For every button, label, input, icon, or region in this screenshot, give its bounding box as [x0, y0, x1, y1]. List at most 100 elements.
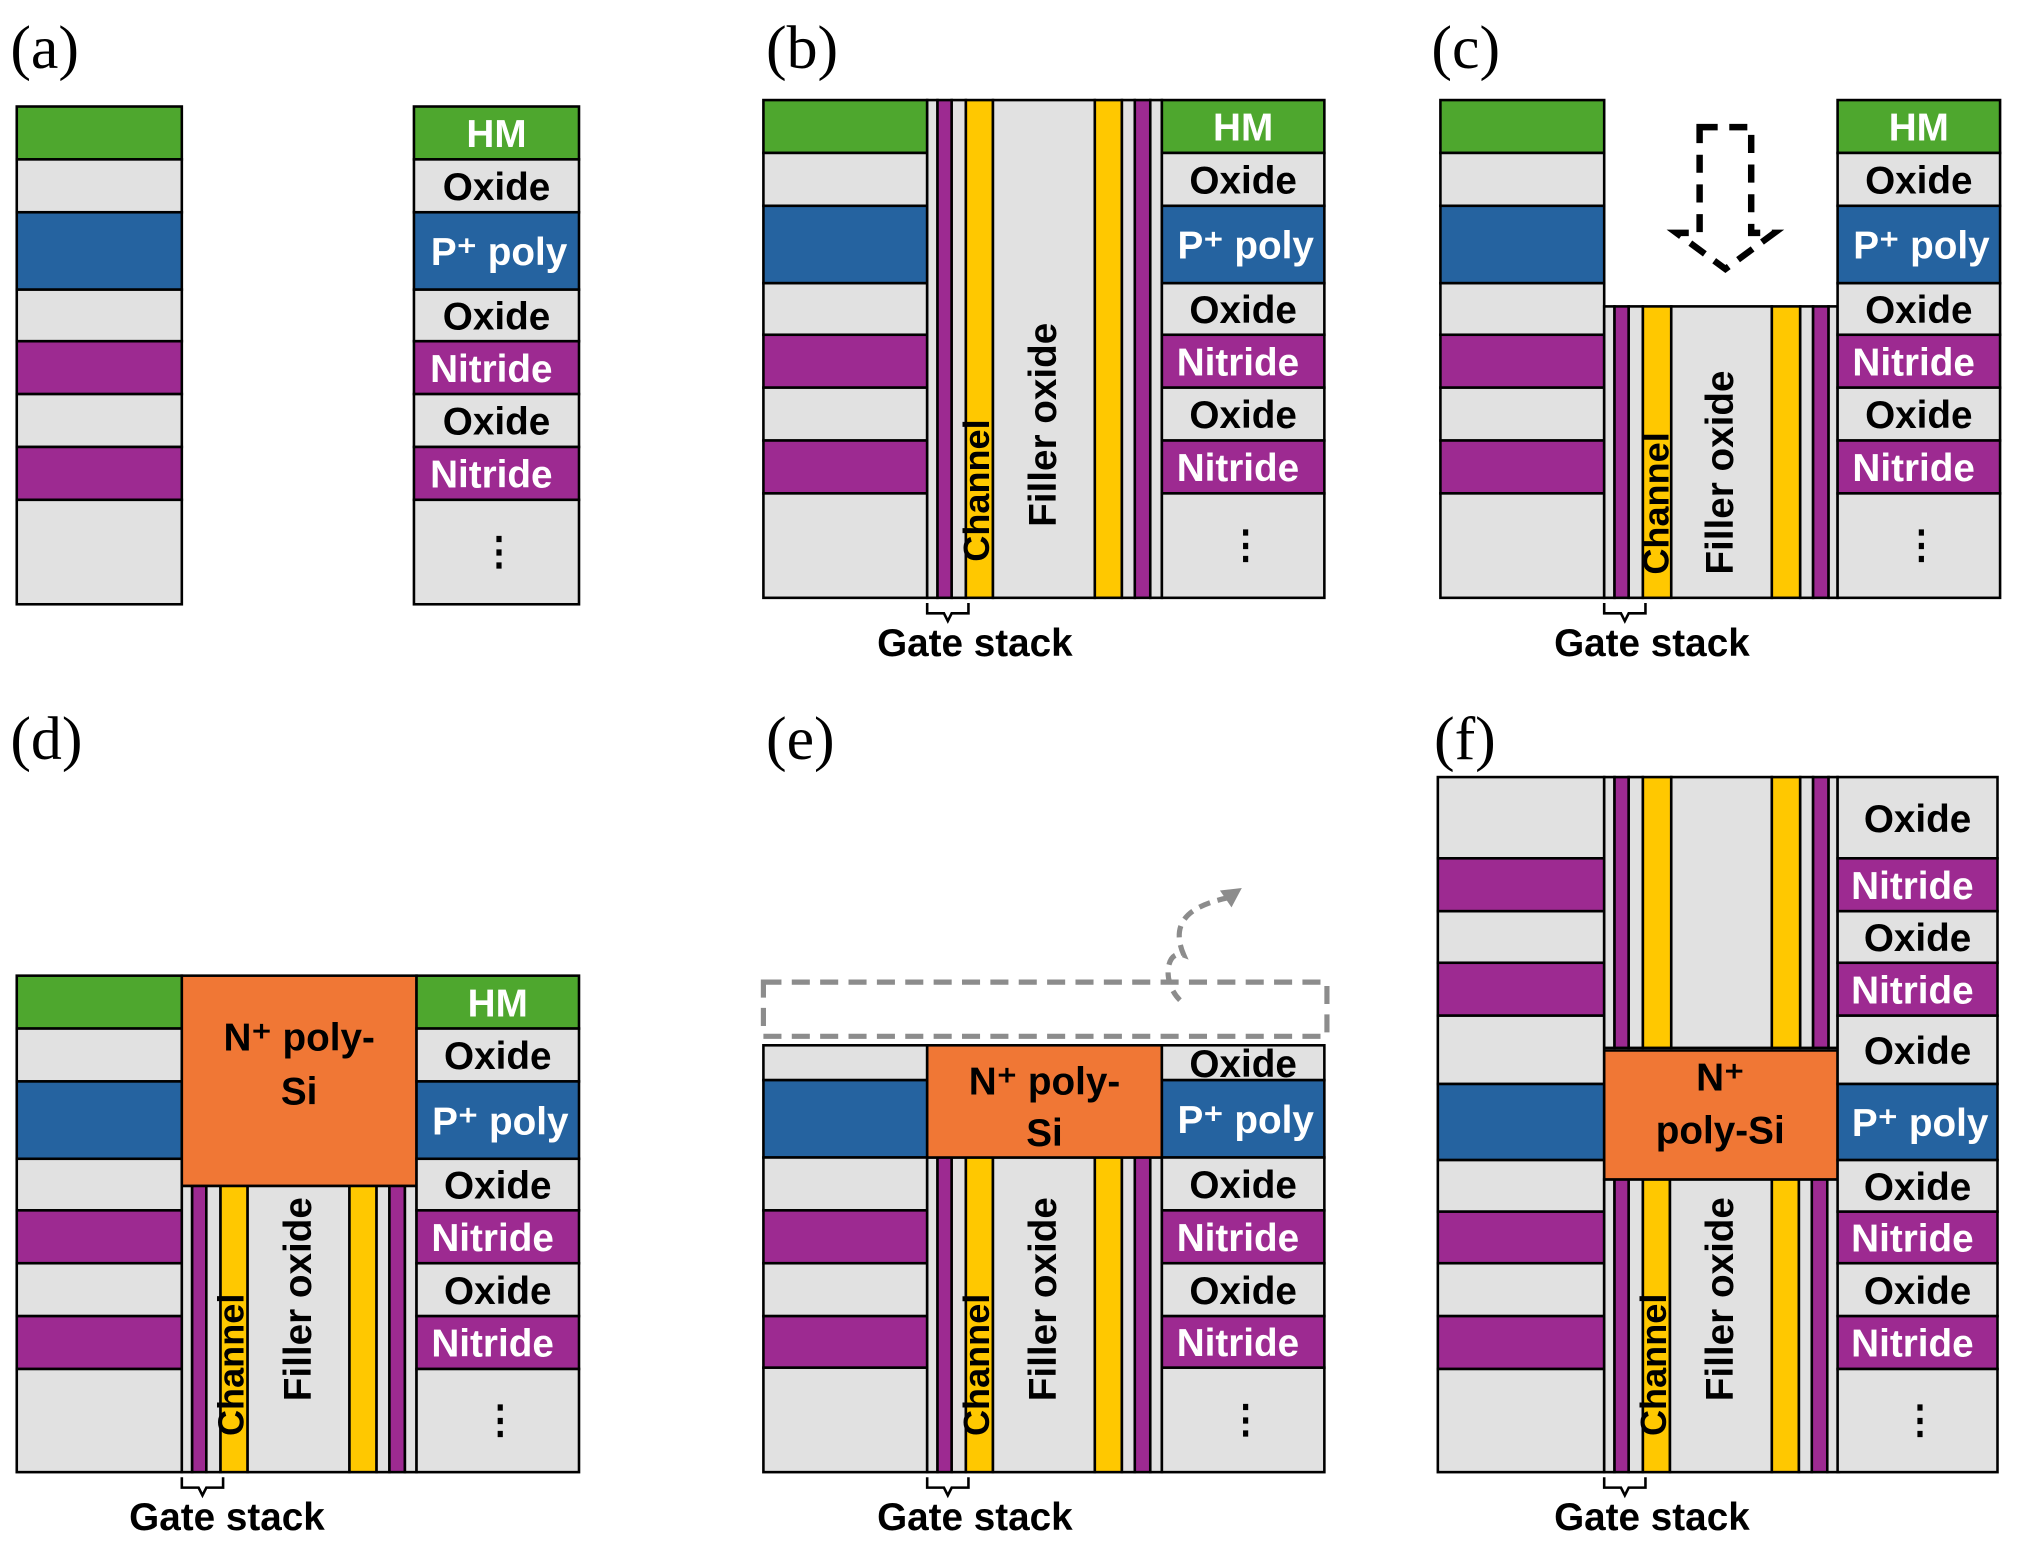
channel-label: Channel [1636, 432, 1677, 574]
oxide-layer [15, 1261, 184, 1318]
gate-stack-oxide [925, 1156, 939, 1474]
channel-label: Channel [956, 1294, 997, 1436]
oxide-layer [15, 392, 184, 449]
bottom-oxide-layer [1836, 1367, 1999, 1474]
nitride-layer [762, 439, 929, 495]
bottom-oxide-layer [1439, 492, 1606, 600]
nitride-layer [1836, 1314, 1999, 1371]
oxide-label: Oxide [1189, 1164, 1296, 1207]
p-poly-layer [415, 1080, 581, 1161]
oxide-label: Oxide [1865, 289, 1972, 332]
bottom-oxide-layer [1160, 1366, 1326, 1474]
upper-column-layer [1770, 775, 1802, 1050]
nitride-layer [1160, 1314, 1326, 1369]
p-poly-layer [15, 1080, 184, 1161]
gate-stack-oxide [925, 98, 939, 600]
hard-mask-layer [1160, 98, 1326, 155]
channel-layer [964, 98, 995, 600]
nitride-layer [15, 1209, 184, 1265]
gate-stack-brace-icon [925, 1477, 970, 1499]
upper-column-layer [1641, 775, 1673, 1050]
oxide-label: Oxide [1864, 1166, 1971, 1209]
gate-stack-oxide [180, 1184, 194, 1474]
channel-layer [1093, 1156, 1124, 1474]
oxide-label: Oxide [1189, 160, 1296, 203]
bottom-oxide-layer [762, 1366, 929, 1474]
gate-stack-nitride [936, 1156, 953, 1474]
oxide-layer [1436, 909, 1606, 965]
gate-stack-oxide [403, 1184, 418, 1474]
nitride-label: Nitride [430, 454, 552, 497]
channel-layer [1770, 1178, 1801, 1474]
upper-column-layer [1613, 775, 1630, 1050]
ellipsis-icon: ⋮ [1226, 1398, 1265, 1441]
oxide-label: Oxide [444, 1270, 551, 1313]
nitride-label: Nitride [1851, 1218, 1973, 1261]
nitride-layer [1836, 333, 2002, 389]
oxide-label: Oxide [443, 401, 550, 444]
gate-stack-oxide [1148, 1156, 1164, 1474]
upper-column-layer [1798, 775, 1815, 1050]
oxide-layer [1836, 1014, 1999, 1086]
bottom-oxide-layer [15, 1367, 184, 1474]
oxide-layer [1439, 281, 1606, 337]
gate-stack-oxide [375, 1184, 391, 1474]
nitride-layer [15, 445, 184, 502]
hm-label: HM [466, 113, 526, 156]
hm-label: HM [468, 982, 528, 1025]
oxide-layer [762, 151, 929, 208]
removal-arrowhead-icon [1219, 887, 1242, 908]
p-poly-label: P⁺ poly [1177, 1099, 1314, 1142]
nitride-layer [1836, 961, 1999, 1017]
channel-label: Channel [211, 1294, 252, 1436]
oxide-layer [1439, 151, 1606, 208]
p-poly-layer [1836, 1082, 1999, 1162]
nitride-label: Nitride [1177, 341, 1299, 384]
nitride-label: Nitride [430, 348, 552, 391]
p-poly-label: P⁺ poly [1177, 225, 1314, 268]
oxide-layer [412, 392, 581, 449]
nitride-layer [415, 1314, 581, 1371]
ellipsis-icon: ⋮ [480, 531, 519, 574]
oxide-layer [1836, 151, 2002, 208]
gate-stack-nitride [1133, 98, 1152, 600]
nitride-layer [1436, 1210, 1606, 1265]
filler-oxide-label: Filler oxide [1022, 1197, 1065, 1401]
gate-stack-label: Gate stack [1554, 1496, 1750, 1539]
p-poly-label: P⁺ poly [432, 1100, 569, 1143]
nitride-layer [1439, 333, 1606, 389]
gate-stack-nitride [1133, 1156, 1152, 1474]
bottom-oxide-layer [412, 498, 581, 606]
oxide-label: Oxide [1864, 1030, 1971, 1073]
hm-label: HM [1213, 107, 1273, 150]
nitride-layer [762, 1314, 929, 1369]
channel-label: Channel [1633, 1294, 1674, 1436]
nitride-label: Nitride [1851, 865, 1973, 908]
oxide-layer [1836, 1261, 1999, 1318]
p-poly-layer [1160, 1078, 1326, 1159]
p-poly-layer [1436, 1082, 1606, 1162]
nitride-label: Nitride [1851, 969, 1973, 1012]
n-poly-si-plug [925, 1044, 1164, 1159]
recessed-column-layer [1827, 305, 1839, 600]
oxide-layer [762, 386, 929, 442]
gate-stack-label: Gate stack [129, 1496, 325, 1539]
upper-column-layer [1627, 775, 1645, 1050]
oxide-label: Oxide [444, 1035, 551, 1078]
oxide-layer [15, 158, 184, 214]
oxide-label: Oxide [1189, 1043, 1296, 1086]
channel-layer [348, 1184, 378, 1474]
n-poly-si-plug [180, 974, 418, 1188]
bottom-oxide-layer [1160, 492, 1326, 600]
bottom-oxide-layer [762, 492, 929, 600]
oxide-label: Oxide [1189, 1270, 1296, 1313]
hard-mask-layer [15, 974, 184, 1030]
nitride-layer [1439, 439, 1606, 495]
oxide-layer [1836, 386, 2002, 442]
gate-stack-brace-icon [180, 1477, 225, 1499]
gate-stack-label: Gate stack [877, 622, 1073, 665]
gate-stack-label: Gate stack [877, 1496, 1073, 1539]
oxide-label: Oxide [1189, 289, 1296, 332]
oxide-layer [1436, 1261, 1606, 1318]
